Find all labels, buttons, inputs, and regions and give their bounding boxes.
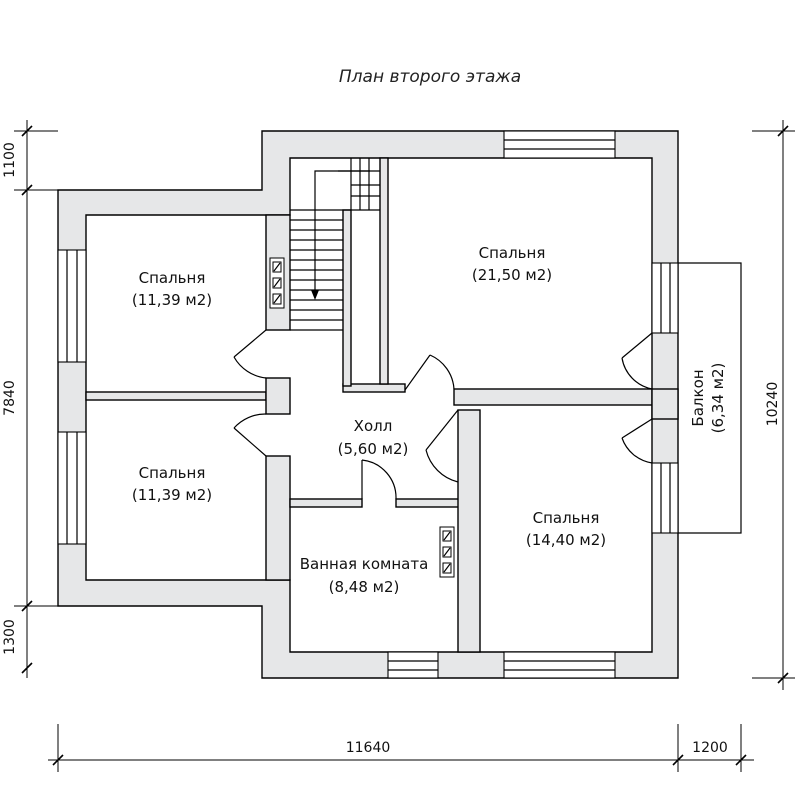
room-name: Холл	[354, 417, 393, 435]
dim-bottom-right: 1200	[692, 740, 728, 756]
dim-bottom-main: 11640	[346, 740, 391, 756]
dim-left-top: 1100	[2, 142, 18, 178]
room-area: (5,60 м2)	[338, 440, 409, 458]
vent-ducts	[269, 257, 455, 578]
room-area: (6,34 м2)	[709, 363, 727, 434]
room-name: Балкон	[689, 369, 707, 426]
room-name: Ванная комната	[300, 555, 429, 573]
room-area: (11,39 м2)	[132, 291, 212, 309]
room-area: (8,48 м2)	[329, 578, 400, 596]
dim-left-bottom: 1300	[2, 619, 18, 655]
room-area: (21,50 м2)	[472, 266, 552, 284]
room-name: Спальня	[139, 269, 206, 287]
doors	[233, 329, 653, 500]
bottom-dimensions: 11640 1200	[48, 724, 754, 772]
room-labels: Спальня (11,39 м2) Спальня (11,39 м2) Сп…	[132, 244, 727, 596]
stair-arrow-icon	[311, 290, 319, 300]
room-area: (11,39 м2)	[132, 486, 212, 504]
right-dimensions: 10240	[752, 120, 795, 690]
left-dimensions: 1100 7840 1300	[2, 120, 58, 678]
windows	[57, 130, 679, 679]
room-name: Спальня	[139, 464, 206, 482]
staircase	[290, 158, 380, 331]
room-area: (14,40 м2)	[526, 531, 606, 549]
plan-title: План второго этажа	[339, 67, 521, 87]
balcony-outline	[678, 262, 742, 534]
dim-right-total: 10240	[765, 382, 781, 427]
room-name: Спальня	[533, 509, 600, 527]
dim-left-middle: 7840	[2, 380, 18, 416]
room-name: Спальня	[479, 244, 546, 262]
